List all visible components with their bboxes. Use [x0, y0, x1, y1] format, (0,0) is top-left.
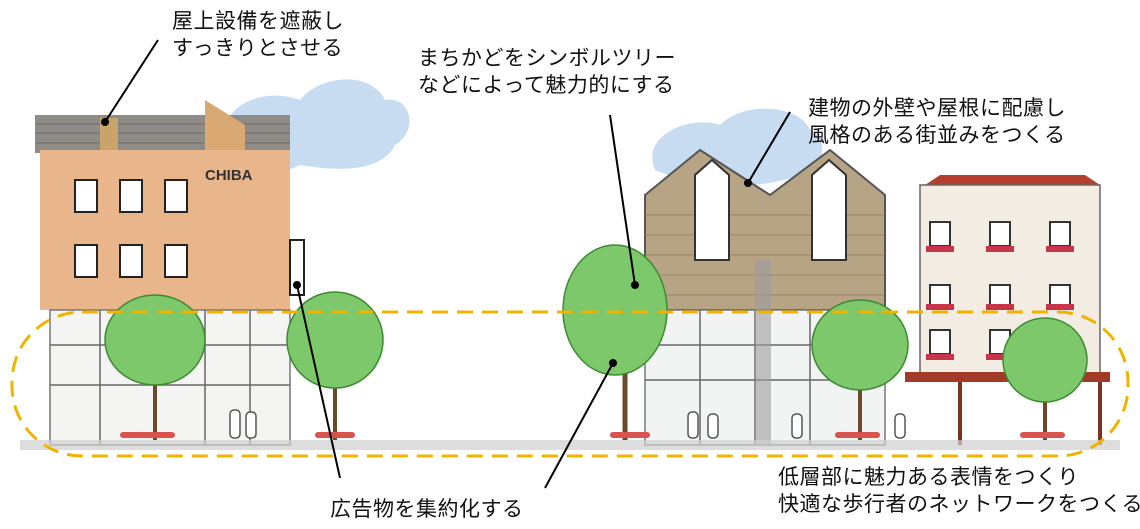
annotation-line: 風格のある街並みをつくる	[808, 123, 1066, 147]
building-sign: CHIBA	[205, 167, 253, 184]
gabled-building	[644, 148, 886, 446]
low-floor-zone-outline	[10, 310, 1130, 458]
right-building	[905, 175, 1110, 445]
street-trees	[104, 244, 1088, 440]
annotation-line: などによって魅力的にする	[418, 73, 675, 97]
left-building: CHIBA	[35, 100, 305, 446]
annotation-line: 低層部に魅力ある表情をつくり	[778, 465, 1079, 489]
leader-line-facade	[747, 111, 791, 184]
tree	[811, 299, 909, 440]
leader-line-signage	[296, 284, 341, 479]
planting	[120, 432, 1065, 438]
tree	[286, 291, 384, 440]
annotation-line: 建物の外壁や屋根に配慮し	[808, 96, 1066, 120]
pedestrians	[229, 409, 906, 439]
tree	[1002, 317, 1088, 440]
annotation-line: 快適な歩行者のネットワークをつくる	[778, 492, 1140, 516]
leader-line-dots	[101, 118, 752, 367]
annotation-line: まちかどをシンボルツリー	[418, 46, 676, 70]
symbol-tree	[562, 244, 668, 440]
annotation-corner-tree: まちかどをシンボルツリー などによって魅力的にする	[418, 45, 676, 99]
leader-line-corner-tree	[609, 114, 636, 286]
annotation-rooftop: 屋上設備を遮蔽し すっきりとさせる	[172, 8, 344, 62]
annotation-signage: 広告物を集約化する	[330, 496, 524, 523]
leader-lines	[104, 39, 791, 489]
rooftop-equipment	[100, 118, 118, 153]
annotation-line: 屋上設備を遮蔽し	[172, 9, 344, 33]
ground	[20, 440, 1120, 450]
annotation-facade: 建物の外壁や屋根に配慮し 風格のある街並みをつくる	[808, 95, 1066, 149]
leader-line-signage-2	[544, 362, 614, 489]
annotation-line: 広告物を集約化する	[330, 497, 524, 521]
tree	[104, 294, 206, 440]
annotation-low-floor: 低層部に魅力ある表情をつくり 快適な歩行者のネットワークをつくる	[778, 464, 1140, 518]
annotation-line: すっきりとさせる	[172, 36, 344, 60]
leader-line-rooftop	[104, 39, 159, 123]
